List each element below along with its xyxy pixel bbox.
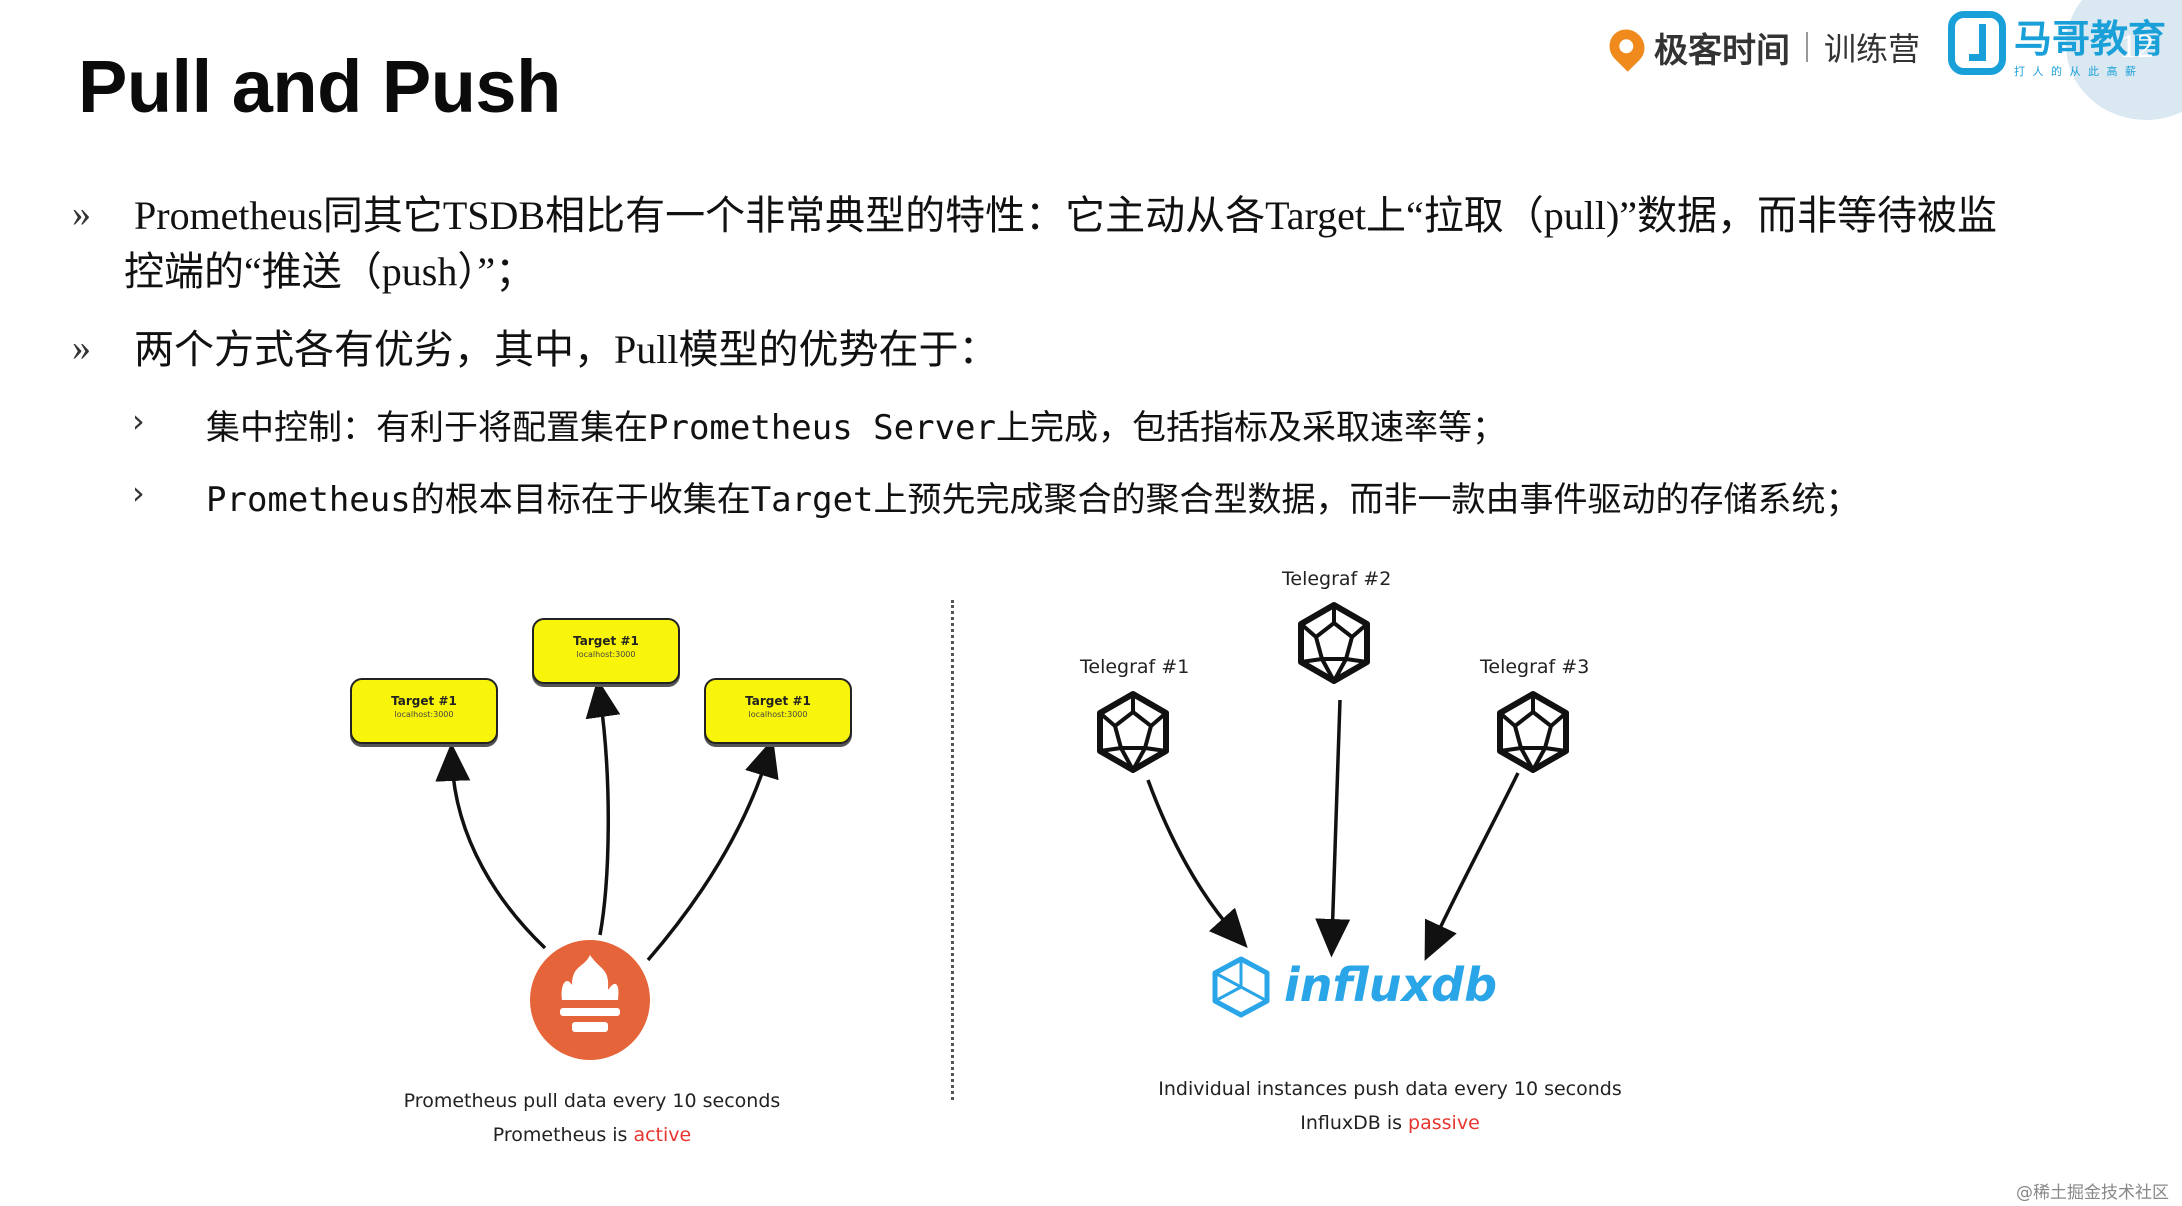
bullet-marker-1: »: [72, 193, 91, 235]
bullet-marker-2: »: [72, 327, 91, 369]
sub-bullet-2: Prometheus的根本目标在于收集在Target上预先完成聚合的聚合型数据，…: [206, 480, 1860, 520]
mage-slogan: 打 人 的 从 此 高 薪: [2014, 64, 2138, 78]
push-status-prefix: InfluxDB is: [1300, 1112, 1409, 1134]
push-caption-status: InfluxDB is passive: [1150, 1112, 1630, 1134]
pull-status-highlight: active: [633, 1124, 692, 1146]
page-number: 12: [2120, 28, 2154, 65]
bullet-1-line-1: Prometheus同其它TSDB相比有一个非常典型的特性：它主动从各Targe…: [134, 193, 1998, 238]
telegraf-1-label: Telegraf #1: [1080, 656, 1190, 678]
target-host: localhost:3000: [394, 710, 454, 719]
target-box-right: Target #1 localhost:3000: [704, 678, 852, 744]
bullet-2: 两个方式各有优劣，其中，Pull模型的优势在于：: [134, 327, 999, 372]
prometheus-logo-icon: [530, 940, 650, 1060]
pull-arrow-middle: [585, 678, 621, 936]
geektime-brand: 极客时间 训练营: [1602, 22, 1921, 72]
geektime-name: 极客时间: [1654, 31, 1790, 70]
telegraf-1-icon: [1097, 691, 1169, 773]
watermark: @稀土掘金技术社区: [2016, 1183, 2169, 1203]
push-caption: Individual instances push data every 10 …: [1158, 1078, 1622, 1100]
dotted-divider: [951, 600, 954, 1100]
bullet-1-line-2: 控端的“推送（push）”；: [124, 249, 536, 294]
slide-title: Pull and Push: [78, 45, 561, 128]
target-box-left: Target #1 localhost:3000: [350, 678, 498, 744]
pull-arrow-right: [646, 738, 779, 962]
push-arrow-middle: [1315, 699, 1351, 958]
sub-bullet-1: 集中控制：有利于将配置集在Prometheus Server上完成，包括指标及采…: [206, 408, 1506, 448]
telegraf-2-label: Telegraf #2: [1282, 568, 1392, 590]
push-arrow-left: [1146, 779, 1248, 949]
target-host: localhost:3000: [576, 650, 636, 659]
sub-bullet-marker-2: ›: [132, 474, 145, 512]
telegraf-3-icon: [1497, 691, 1569, 773]
push-status-highlight: passive: [1408, 1112, 1480, 1134]
pull-caption: Prometheus pull data every 10 seconds: [403, 1090, 781, 1112]
target-host: localhost:3000: [748, 710, 808, 719]
influxdb-logo-icon: [1212, 956, 1270, 1018]
telegraf-3-label: Telegraf #3: [1480, 656, 1590, 678]
target-box-middle: Target #1 localhost:3000: [532, 618, 680, 684]
target-name: Target #1: [391, 694, 457, 708]
push-arrow-right: [1424, 772, 1520, 961]
telegraf-2-icon: [1298, 602, 1370, 684]
mage-name: 马哥教育: [2014, 18, 2167, 61]
geektime-sub: 训练营: [1824, 31, 1921, 67]
mage-brand: 马哥教育 打 人 的 从 此 高 薪: [1948, 8, 2166, 78]
pull-status-prefix: Prometheus is: [492, 1124, 634, 1146]
mage-logo-icon: [1948, 11, 2006, 75]
target-name: Target #1: [573, 634, 639, 648]
sub-bullet-marker-1: ›: [132, 402, 145, 440]
brand-separator: [1806, 32, 1808, 62]
influxdb-label: influxdb: [1284, 958, 1497, 1012]
target-name: Target #1: [745, 694, 811, 708]
pull-caption-status: Prometheus is active: [392, 1124, 792, 1146]
pull-arrow-left: [435, 742, 547, 950]
